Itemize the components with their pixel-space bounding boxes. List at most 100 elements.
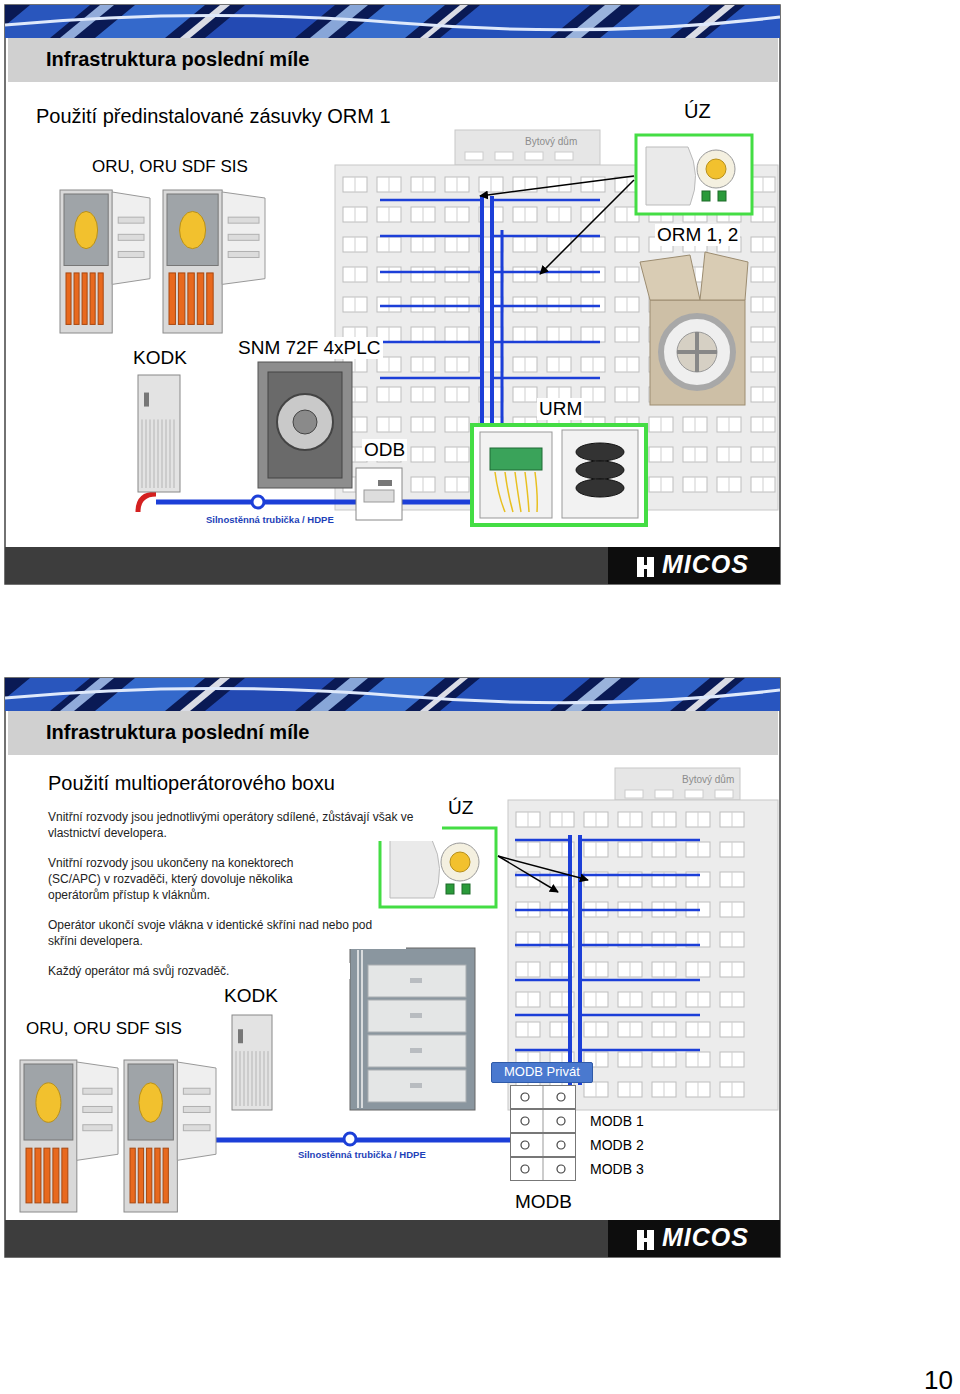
apartment-building <box>627 237 628 252</box>
hdpe-duct <box>138 494 156 512</box>
header-stripes <box>205 5 335 38</box>
apartment-building <box>525 387 526 402</box>
fibre-risers <box>380 305 482 308</box>
apartment-building <box>618 1052 642 1067</box>
apartment-building <box>649 447 673 462</box>
apartment-building <box>355 237 356 252</box>
street-cabinet <box>147 1148 152 1203</box>
apartment-building <box>732 962 733 977</box>
apartment-building <box>763 177 764 192</box>
apartment-building <box>630 842 631 857</box>
hdpe-duct <box>156 500 474 505</box>
street-cabinet <box>207 273 213 324</box>
apartment-building <box>652 1022 676 1037</box>
apartment-building <box>630 1082 631 1097</box>
apartment-building <box>618 842 642 857</box>
fibre-risers <box>492 235 600 238</box>
apartment-building <box>664 1082 665 1097</box>
apartment-building <box>377 267 401 282</box>
hdpe-duct <box>216 1133 510 1145</box>
apartment-building <box>343 177 367 192</box>
apartment-building <box>411 357 435 372</box>
apartment-building <box>513 267 537 282</box>
apartment-building <box>389 357 390 372</box>
kodk-cabinet <box>166 419 167 488</box>
kodk-cabinet <box>248 1051 249 1106</box>
apartment-building <box>528 992 529 1007</box>
fibre-risers <box>515 1014 570 1017</box>
modb-row-face <box>543 1110 544 1132</box>
street-cabinet <box>188 273 194 324</box>
apartment-building <box>763 237 764 252</box>
orm-box-picture <box>640 252 748 405</box>
apartment-building <box>559 267 560 282</box>
apartment-building <box>717 447 741 462</box>
apartment-building <box>457 207 458 222</box>
fibre-risers <box>580 909 700 912</box>
apartment-building <box>562 812 563 827</box>
fibre-risers <box>580 944 700 947</box>
apartment-building <box>686 1022 710 1037</box>
apartment-building <box>618 992 642 1007</box>
apartment-building <box>763 207 764 222</box>
modb-row-face <box>543 1134 544 1156</box>
apartment-building <box>562 842 563 857</box>
apartment-building <box>423 357 424 372</box>
street-cabinet <box>64 194 108 266</box>
orm-socket-picture <box>636 135 752 214</box>
apartment-building <box>664 1052 665 1067</box>
street-cabinet <box>35 1148 41 1203</box>
modb-row-face <box>521 1165 529 1173</box>
apartment-building <box>445 447 469 462</box>
apartment-building <box>411 417 435 432</box>
street-cabinet <box>44 1148 50 1203</box>
footer-bar <box>608 547 780 584</box>
node-label: Infrastruktura poslední míle <box>46 48 309 71</box>
apartment-building <box>615 327 639 342</box>
apartment-building <box>559 297 560 312</box>
apartment-building <box>445 297 469 312</box>
modb-row-face <box>557 1117 565 1125</box>
apartment-building <box>355 297 356 312</box>
kodk-cabinet <box>268 1051 269 1106</box>
apartment-building <box>547 357 571 372</box>
apartment-building <box>389 207 390 222</box>
fibre-risers <box>501 230 504 430</box>
apartment-building <box>389 267 390 282</box>
fibre-risers <box>515 979 570 982</box>
modb-row-face <box>521 1141 529 1149</box>
apartment-building <box>649 417 673 432</box>
apartment-building <box>751 267 775 282</box>
street-cabinet <box>20 1060 118 1212</box>
modb-row-face <box>557 1141 565 1149</box>
apartment-building <box>720 902 744 917</box>
apartment-building <box>661 477 662 492</box>
apartment-building <box>457 477 458 492</box>
socket-label: ORM 1, 2 <box>655 224 740 246</box>
orm-socket-picture <box>450 852 470 872</box>
distribution-cabinet-photo <box>350 948 475 1110</box>
apartment-building <box>695 417 696 432</box>
apartment-building <box>423 387 424 402</box>
street-cabinet <box>139 1083 162 1123</box>
modb-row-face <box>511 1134 575 1156</box>
apartment-building <box>581 327 605 342</box>
apartment-building <box>547 267 571 282</box>
apartment-building <box>411 327 435 342</box>
apartment-building <box>355 447 356 462</box>
apartment-building <box>732 842 733 857</box>
street-cabinet <box>118 251 144 257</box>
apartment-building <box>513 387 537 402</box>
apartment-building <box>686 812 710 827</box>
urm-picture <box>495 472 505 512</box>
apartment-building <box>445 327 469 342</box>
fibre-risers <box>492 341 600 344</box>
kodk-cabinet <box>232 1015 272 1110</box>
apartment-building <box>763 387 764 402</box>
snm-closure-picture <box>258 362 352 488</box>
apartment-building <box>763 327 764 342</box>
apartment-building <box>615 297 639 312</box>
apartment-building <box>377 207 401 222</box>
apartment-building <box>355 417 356 432</box>
apartment-building <box>720 1082 744 1097</box>
